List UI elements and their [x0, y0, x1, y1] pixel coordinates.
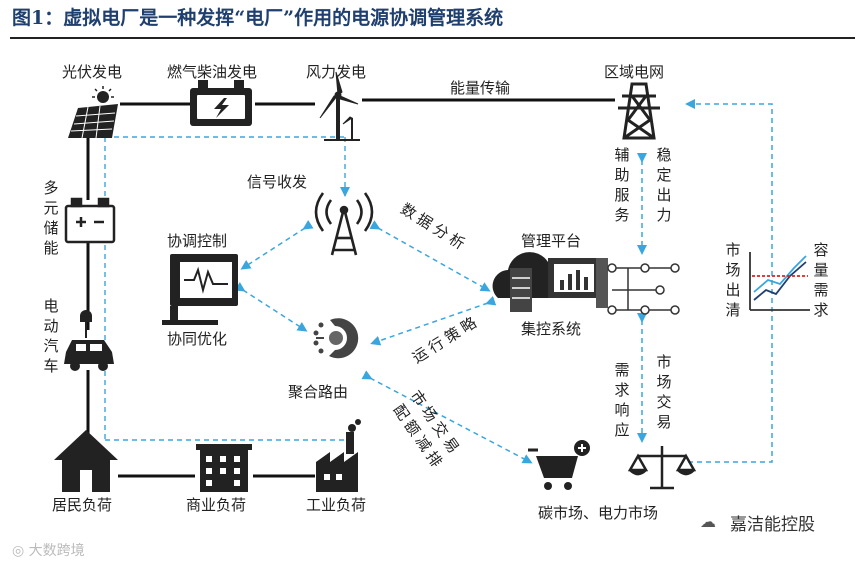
platform-label: 管理平台	[521, 232, 582, 250]
watermark-brand: 嘉洁能控股	[730, 515, 815, 535]
commercial-building-icon	[196, 444, 252, 492]
market-clearing-label: 市场出清	[725, 241, 741, 319]
factory-icon	[316, 419, 361, 492]
industrial-load-label: 工业负荷	[306, 496, 367, 514]
solar-label: 光伏发电	[62, 63, 123, 81]
demand-response-label: 需求响应	[614, 361, 630, 439]
figure-title: 图1：虚拟电厂是一种发挥“电厂”作用的电源协调管理系统	[12, 7, 504, 29]
market-chart-icon	[749, 252, 810, 311]
coordination-control-label: 协调控制	[167, 232, 228, 250]
watermark-left-icon: ◎	[12, 543, 29, 559]
wind-turbine-icon	[319, 71, 360, 141]
dashed-arrows	[234, 99, 773, 464]
generator-icon	[190, 80, 252, 126]
wechat-icon: ☁	[700, 512, 716, 531]
signal-label: 信号收发	[247, 173, 308, 191]
solar-panel-icon	[68, 86, 118, 139]
aggregation-routing-label: 聚合路由	[288, 383, 349, 401]
platform-cloud-icon	[492, 252, 608, 312]
stable-output-label: 稳定出力	[656, 146, 672, 224]
grid-label: 区域电网	[604, 63, 665, 81]
fuel-generation-label: 燃气柴油发电	[167, 63, 258, 81]
dashed-frame	[104, 136, 346, 441]
capacity-demand-label: 容量需求	[813, 241, 829, 319]
signal-tower-icon	[314, 192, 374, 256]
monitor-icon	[162, 254, 238, 325]
ancillary-service-label: 辅助服务	[614, 146, 630, 224]
wind-label: 风力发电	[306, 63, 367, 81]
house-icon	[54, 430, 118, 492]
backbone-lines	[86, 98, 615, 478]
central-control-label: 集控系统	[521, 320, 582, 338]
ev-label: 电动汽车	[43, 297, 59, 375]
market-label: 碳市场、电力市场	[538, 504, 659, 522]
aggregation-gear-icon	[313, 318, 359, 359]
residential-load-label: 居民负荷	[52, 496, 113, 514]
shopping-cart-icon	[528, 440, 590, 490]
cooperative-optimization-label: 协同优化	[167, 330, 228, 348]
market-trade-label-right: 市场交易	[656, 353, 672, 431]
title-rule	[10, 37, 855, 39]
energy-transmission-label: 能量传输	[450, 79, 511, 97]
storage-label: 多元储能	[43, 179, 59, 257]
network-nodes-icon	[607, 263, 680, 315]
commercial-load-label: 商业负荷	[186, 496, 247, 514]
battery-icon	[64, 197, 116, 244]
watermark-left-text: 大数跨境	[28, 543, 85, 559]
scales-icon	[627, 446, 697, 490]
electric-car-icon	[64, 310, 114, 371]
watermark-left: ◎ 大数跨境	[12, 540, 85, 560]
transmission-tower-icon	[618, 82, 660, 140]
